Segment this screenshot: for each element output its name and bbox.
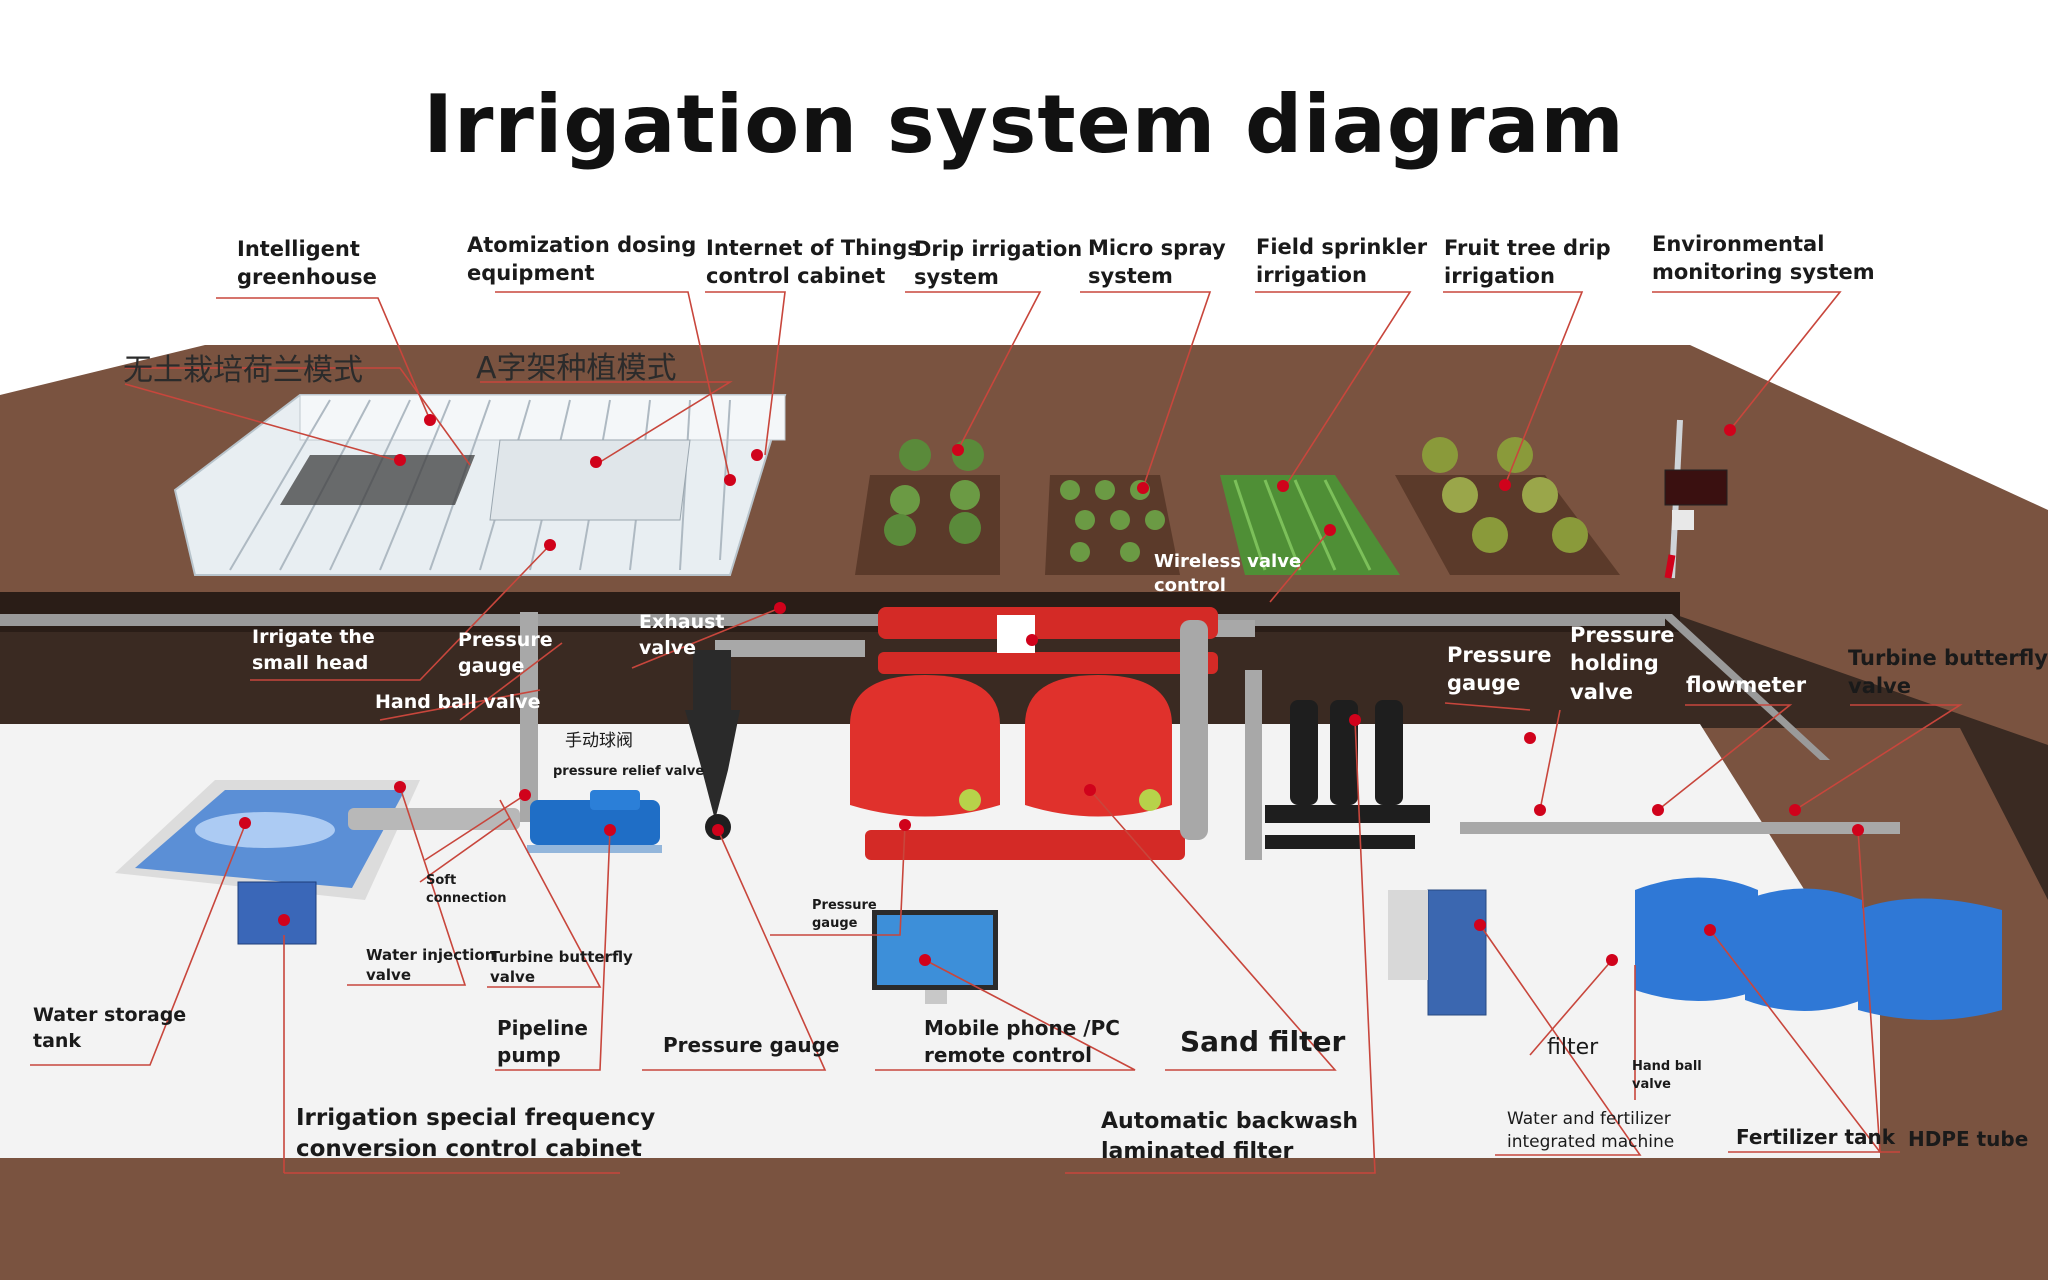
label-sand-filter: Sand filter	[1180, 1025, 1346, 1058]
label-hdpe-tube: HDPE tube	[1908, 1127, 2029, 1151]
outlet-pipe	[1460, 822, 1900, 834]
label-fertilizer-tank: Fertilizer tank	[1736, 1125, 1896, 1149]
greenhouse	[173, 394, 787, 576]
fruit-tree-bed	[1395, 437, 1620, 575]
weather-station	[1664, 419, 1728, 579]
label-pressure-relief-valve: pressure relief valve	[553, 764, 705, 779]
sprinkler-field	[1220, 475, 1400, 575]
label-a-frame-mode: A字架种植模式	[476, 351, 677, 386]
leader-lines	[30, 291, 1963, 1174]
trench	[0, 585, 2048, 900]
label-filter: filter	[1547, 1035, 1599, 1060]
label-flowmeter: flowmeter	[1686, 673, 1807, 697]
water-storage-pool	[115, 780, 420, 900]
label-manual-ball-valve-cn: 手动球阀	[565, 731, 633, 751]
drip-crop-bed	[855, 439, 1000, 575]
frequency-cabinet	[237, 881, 317, 945]
diagram-title: Irrigation system diagram	[423, 78, 1625, 171]
laminated-filters	[1265, 700, 1430, 849]
fertilizer-tanks	[1635, 877, 2002, 1020]
computer-monitor	[872, 910, 998, 1004]
fertilizer-machine	[1388, 889, 1487, 1016]
marker-dots	[239, 414, 1864, 966]
main-pipe-right	[1660, 614, 1830, 760]
micro-spray-bed	[1045, 475, 1180, 575]
label-hand-ball-valve: Hand ball valve	[375, 691, 541, 713]
label-pressure-gauge-bottom: Pressure gauge	[663, 1033, 840, 1057]
main-pipe-upper	[0, 614, 1665, 626]
label-soilless-mode: 无土栽培荷兰模式	[123, 353, 363, 388]
pump	[527, 790, 662, 853]
sand-filter	[850, 607, 1218, 860]
